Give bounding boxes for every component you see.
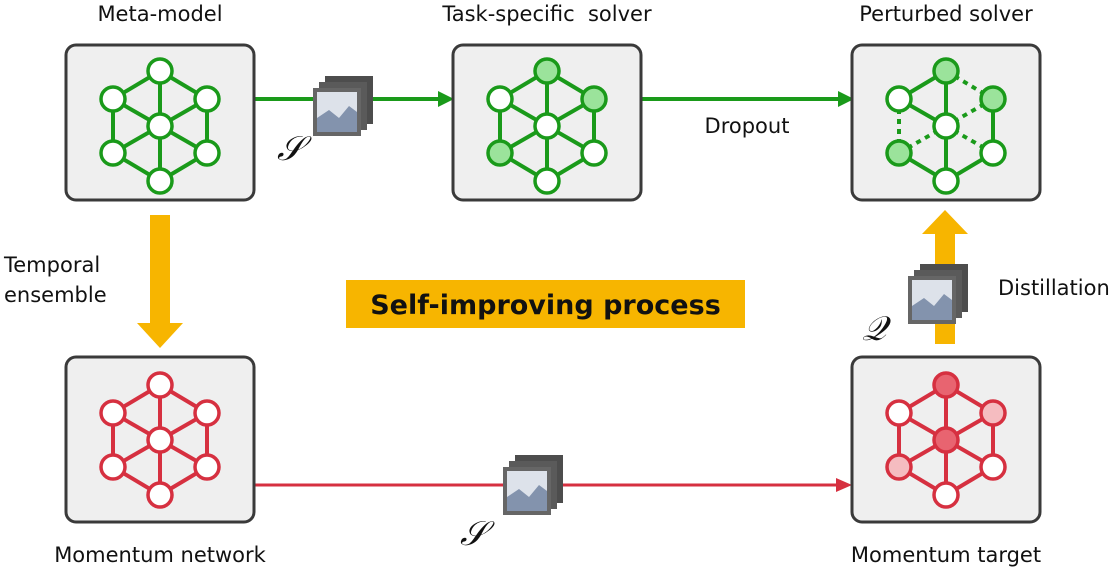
- banner-background: [346, 280, 745, 328]
- network-task-solver: [486, 57, 608, 195]
- symbol-query: 𝒬: [862, 309, 892, 349]
- label-distillation: Distillation: [998, 276, 1110, 300]
- symbol-support-top: 𝒮: [277, 129, 312, 169]
- arrow-task-to-perturbed: [640, 91, 854, 107]
- banner-text: Self-improving process: [370, 290, 721, 321]
- symbol-support-bottom: 𝒮: [460, 514, 495, 554]
- label-perturbed-solver: Perturbed solver: [859, 2, 1033, 26]
- arrow-temporal-ensemble: [137, 215, 183, 348]
- network-meta-model: [99, 57, 221, 195]
- label-task-solver: Task-specific solver: [441, 2, 652, 26]
- label-temporal-line2: ensemble: [4, 283, 107, 307]
- network-momentum-network: [99, 371, 221, 509]
- image-stack-support-bottom: [503, 455, 563, 515]
- label-momentum-target: Momentum target: [851, 543, 1041, 567]
- label-dropout: Dropout: [705, 114, 790, 138]
- label-temporal-line1: Temporal: [3, 253, 100, 277]
- label-meta-model: Meta-model: [97, 2, 222, 26]
- label-momentum-network: Momentum network: [54, 543, 266, 567]
- image-stack-support-top: [313, 76, 373, 136]
- network-momentum-target: [885, 371, 1007, 509]
- network-perturbed-solver: [885, 57, 1007, 195]
- image-stack-query: [908, 264, 968, 324]
